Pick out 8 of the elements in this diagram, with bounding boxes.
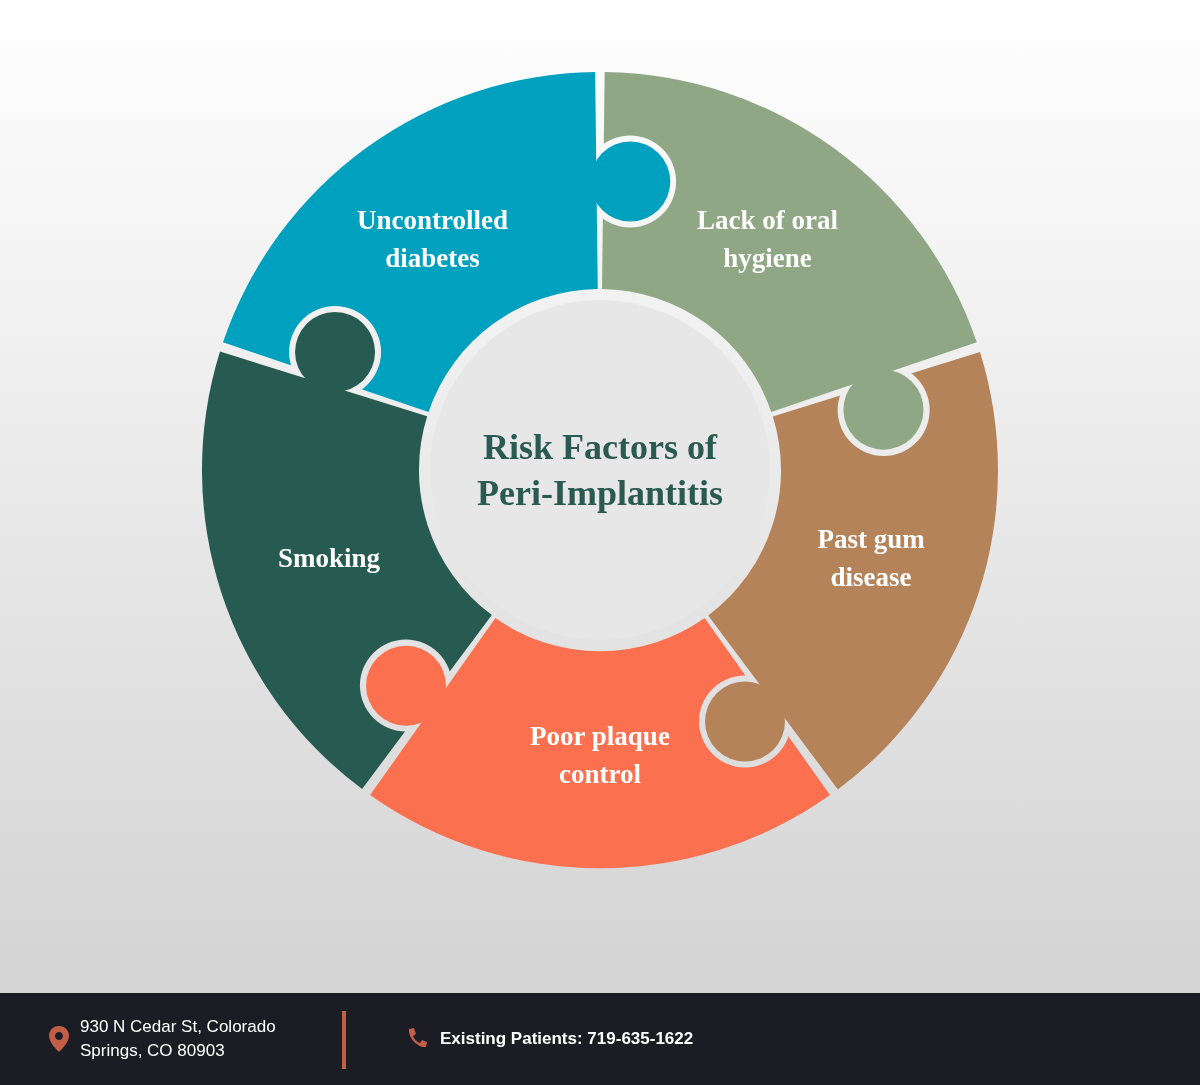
segment-label: Lack of oral hygiene [696, 204, 839, 276]
segment-label: Poor plaque control [529, 720, 671, 791]
address-text: 930 N Cedar St, Colorado Springs, CO 80903 [80, 1016, 277, 1062]
segment-label: Past gum disease [816, 523, 926, 595]
center-title: Risk Factors of Peri-Implantitis [476, 426, 724, 515]
segment-label: Smoking [276, 542, 381, 576]
segment-label: Uncontrolled diabetes [355, 204, 509, 276]
phone-text: Existing Patients: 719-635-1622 [440, 1028, 694, 1050]
